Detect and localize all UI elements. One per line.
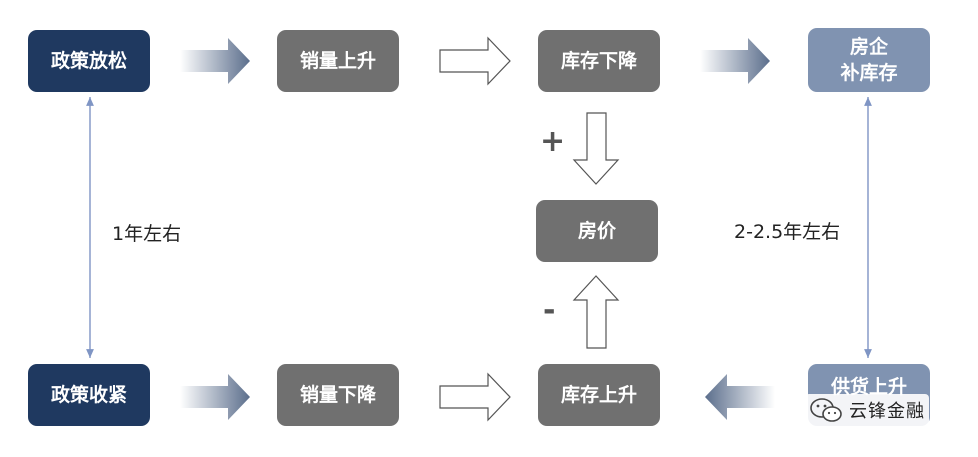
box-inventory-down: 库存下降: [538, 30, 660, 92]
right-period-label: 2-2.5年左右: [734, 221, 841, 243]
box-sales-up-label: 销量上升: [299, 50, 376, 72]
box-inventory-up-label: 库存上升: [560, 384, 637, 406]
box-inventory-down-label: 库存下降: [560, 50, 637, 72]
plus-sign: +: [540, 124, 566, 159]
wechat-icon: [810, 398, 842, 422]
box-inventory-up: 库存上升: [538, 364, 660, 426]
arrow-tight-to-sales: [180, 374, 250, 420]
arrow-inventory-down-to-price: [572, 112, 620, 185]
minus-sign: -: [543, 293, 556, 328]
box-house-price-label: 房价: [577, 220, 616, 242]
box-policy-tight: 政策收紧: [28, 364, 150, 426]
box-policy-tight-label: 政策收紧: [50, 384, 127, 406]
arrow-supply-to-inventory: [705, 374, 775, 420]
arrow-policy-to-sales: [180, 38, 250, 84]
box-sales-down: 销量下降: [277, 364, 399, 426]
left-period-label: 1年左右: [112, 223, 182, 245]
arrow-inventory-to-restock: [700, 38, 770, 84]
box-developer-restock-line2: 补库存: [840, 62, 898, 84]
watermark-text: 云锋金融: [849, 401, 925, 422]
box-sales-down-label: 销量下降: [299, 384, 376, 406]
arrow-sales-to-inventory-up: [439, 372, 511, 422]
box-developer-restock: 房企 补库存: [808, 28, 930, 92]
arrow-sales-to-inventory: [439, 36, 511, 86]
watermark: 云锋金融: [805, 394, 929, 426]
box-policy-loose-label: 政策放松: [50, 50, 127, 72]
box-developer-restock-line1: 房企: [849, 36, 888, 58]
box-house-price: 房价: [536, 200, 658, 262]
box-sales-up: 销量上升: [277, 30, 399, 92]
box-policy-loose: 政策放松: [28, 30, 150, 92]
arrow-inventory-up-to-price: [572, 275, 620, 349]
box-supply-up-label: 供货上升: [830, 376, 907, 398]
